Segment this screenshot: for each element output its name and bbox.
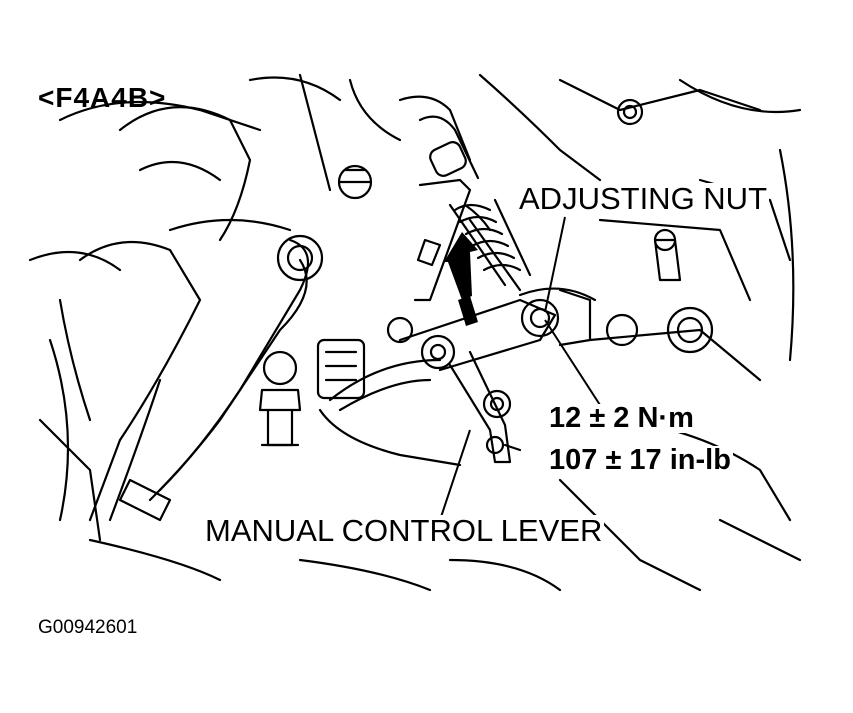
label-torque-imperial: 107 ± 17 in-lb xyxy=(547,444,733,476)
bolts xyxy=(337,98,714,419)
hose xyxy=(118,234,324,522)
figure-id: G00942601 xyxy=(38,617,138,638)
adjusting-nut xyxy=(518,287,597,347)
left-pipe xyxy=(58,106,252,522)
inhibitor-switch xyxy=(316,338,462,467)
leader-lines xyxy=(439,216,601,521)
cable-bracket xyxy=(413,178,472,302)
model-tag: <F4A4B> xyxy=(38,82,167,113)
lower-stud xyxy=(258,350,302,447)
label-manual-control-lever: MANUAL CONTROL LEVER xyxy=(203,513,605,548)
label-torque-metric: 12 ± 2 N·m xyxy=(547,402,696,434)
label-adjusting-nut: ADJUSTING NUT xyxy=(517,181,769,216)
direction-arrow-icon xyxy=(444,232,478,326)
